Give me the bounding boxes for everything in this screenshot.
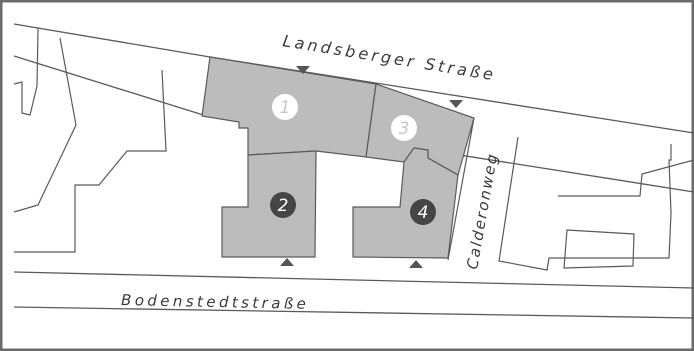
plot-badge-2[interactable]: 2 (270, 192, 296, 218)
building-east-inner (558, 159, 694, 197)
landsberger-south-edge (13, 55, 694, 193)
plot-badge-2-circle (270, 192, 296, 218)
street-label-bodenstedt: Bodenstedtstraße (121, 291, 310, 313)
plot-badge-1[interactable]: 1 (272, 94, 298, 120)
entrance-arrow-up-2 (280, 258, 294, 266)
plot-badge-4-number: 4 (418, 203, 429, 223)
entrance-arrows (280, 66, 463, 268)
plot-badge-2-number: 2 (278, 196, 289, 216)
bodenstedt-south-edge (13, 306, 694, 319)
calderonweg-west-edge (447, 117, 475, 261)
entrance-arrow-down-1 (296, 66, 310, 74)
building-west (13, 27, 39, 116)
plot-4[interactable] (352, 147, 459, 259)
building-west-large (13, 37, 77, 213)
plot-badge-4-circle (410, 199, 436, 225)
entrance-arrow-down-3 (449, 100, 463, 108)
entrance-arrow-up-4 (409, 260, 423, 268)
plot-2[interactable] (221, 150, 317, 258)
building-east (498, 136, 672, 271)
plot-badge-3-circle (391, 115, 417, 141)
bodenstedt-north-edge (13, 271, 694, 289)
building-central-west (14, 69, 167, 253)
plot-badge-1-number: 1 (280, 98, 291, 118)
building-east-small (563, 229, 635, 269)
plot-badge-3-number: 3 (399, 119, 410, 139)
plot-badge-4[interactable]: 4 (410, 199, 436, 225)
plot-badge-1-circle (272, 94, 298, 120)
plot-badge-3[interactable]: 3 (391, 115, 417, 141)
neighbour-buildings (13, 27, 694, 271)
